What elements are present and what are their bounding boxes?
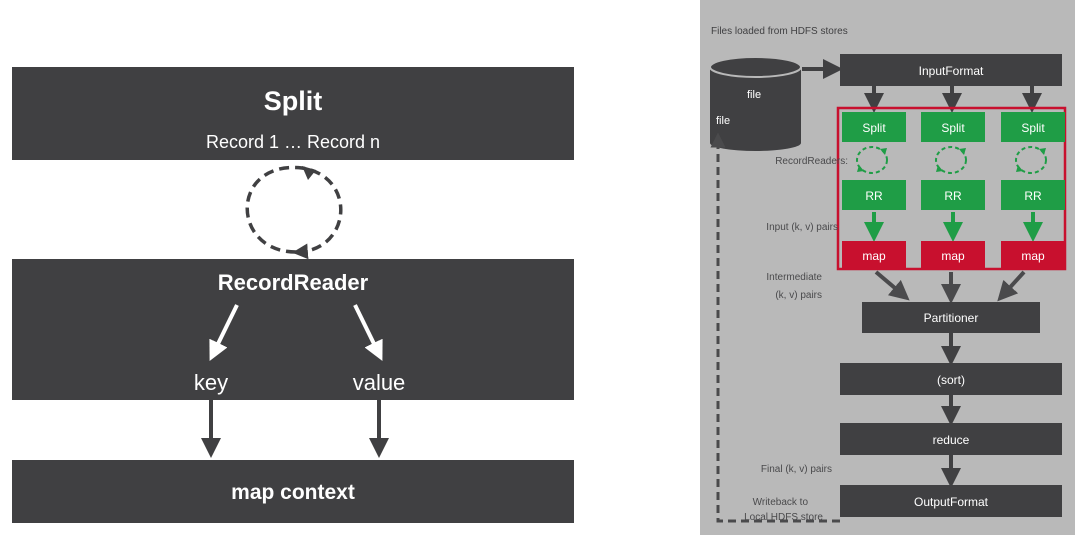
final-pairs-label: Final (k, v) pairs [761,464,832,475]
input-format-box [840,54,1062,86]
record-reader-loop-icon-2 [935,146,967,174]
record-reader-title: RecordReader [218,270,369,295]
split-box-2 [921,112,985,142]
loop-arrow-icon [245,165,343,260]
sort-label: (sort) [937,373,965,387]
file-top-label: file [747,89,761,101]
split-box-3 [1001,112,1065,142]
rr-label-3: RR [1024,189,1042,203]
record-reader-loop-icon-1 [856,146,888,174]
split-title: Split [264,86,323,116]
rr-label-1: RR [865,189,883,203]
value-arrow-icon [353,304,383,361]
hdfs-cylinder-icon [709,56,802,151]
intermediate-label-line1: Intermediate [766,272,822,283]
record-reader-loop-icon-3 [1015,146,1047,174]
map-label-3: map [1021,249,1045,263]
rr-box-2 [921,180,985,210]
output-format-label: OutputFormat [914,495,989,509]
split-label-1: Split [862,121,886,135]
map-to-partitioner-arrow-3 [997,270,1026,302]
reduce-label: reduce [933,433,970,447]
map-context-label: map context [231,481,355,504]
file-side-label: file [716,115,730,127]
rr-box-1 [842,180,906,210]
right-diagram: Files loaded from HDFS stores file file … [700,0,1075,535]
split-label-2: Split [941,121,965,135]
sort-box [840,363,1062,395]
map-box-3 [1001,241,1065,269]
intermediate-label-line2: (k, v) pairs [775,290,822,301]
split-box [12,67,574,160]
value-label: value [353,370,406,395]
record-reader-box [12,259,574,400]
rr-label-2: RR [944,189,962,203]
split-label-3: Split [1021,121,1045,135]
rr-box-3 [1001,180,1065,210]
map-to-partitioner-arrow-1 [874,270,910,301]
map-label-1: map [862,249,886,263]
reduce-box [840,423,1062,455]
writeback-label-line1: Writeback to [753,497,809,508]
input-format-label: InputFormat [919,64,984,78]
map-box-1 [842,241,906,269]
partitioner-label: Partitioner [924,311,979,325]
split-records-text: Record 1 … Record n [206,132,380,152]
writeback-label-line2: Local HDFS store [744,512,823,523]
writeback-dashed-arrow-icon [710,132,840,523]
output-format-box [840,485,1062,517]
map-label-2: map [941,249,965,263]
key-arrow-icon [209,304,239,361]
map-context-box [12,460,574,523]
input-pairs-label: Input (k, v) pairs [766,222,838,233]
loop-arrowhead-top-icon [302,166,316,180]
key-label: key [194,370,228,395]
record-readers-label: RecordReaders: [775,156,848,167]
files-header-text: Files loaded from HDFS stores [711,26,848,37]
left-diagram: Split Record 1 … Record n RecordReader k… [12,67,574,523]
partitioner-box [862,302,1040,333]
split-box-1 [842,112,906,142]
map-box-2 [921,241,985,269]
